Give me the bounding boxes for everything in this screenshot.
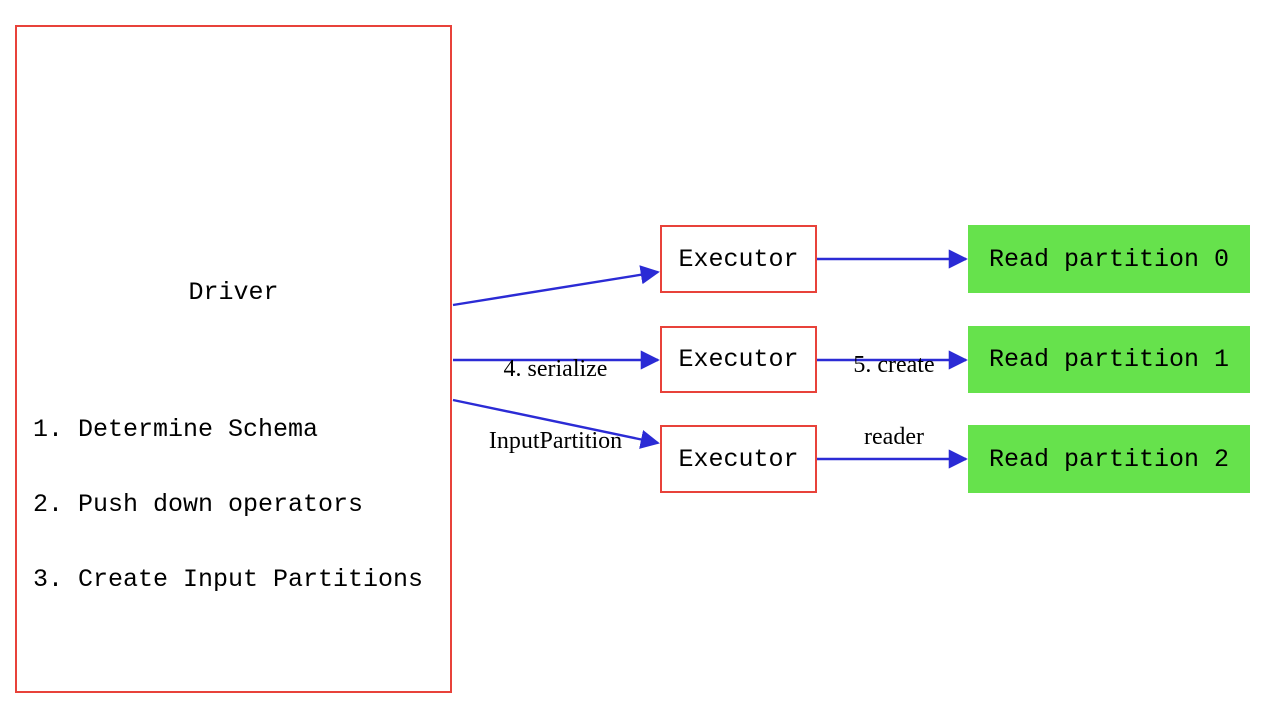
edge-label-serialize-line1: 4. serialize	[503, 356, 608, 382]
driver-box: Driver 1. Determine Schema 2. Push down …	[15, 25, 452, 693]
edge-label-serialize-inputpartition: 4. serialize InputPartition	[448, 309, 663, 501]
driver-title: Driver	[188, 278, 279, 307]
edge-label-serialize-line2: InputPartition	[488, 428, 623, 454]
read-partition-box-2: Read partition 2	[968, 425, 1250, 493]
driver-step-1: 1. Determine Schema	[33, 415, 319, 444]
edge-label-reader-line1: 5. create	[853, 352, 935, 378]
read-partition-box-0: Read partition 0	[968, 225, 1250, 293]
executor-box-2: Executor	[660, 425, 817, 493]
executor-box-1: Executor	[660, 326, 817, 393]
arrow-driver-to-executor-0	[452, 265, 660, 307]
driver-steps-list: 1. Determine Schema 2. Push down operato…	[33, 367, 423, 642]
edge-label-create-reader: 5. create reader	[820, 305, 968, 497]
driver-step-2: 2. Push down operators	[33, 490, 364, 519]
driver-step-3: 3. Create Input Partitions	[33, 565, 424, 594]
read-partition-box-1: Read partition 1	[968, 326, 1250, 393]
edge-label-reader-line2: reader	[864, 424, 924, 450]
executor-box-0: Executor	[660, 225, 817, 293]
